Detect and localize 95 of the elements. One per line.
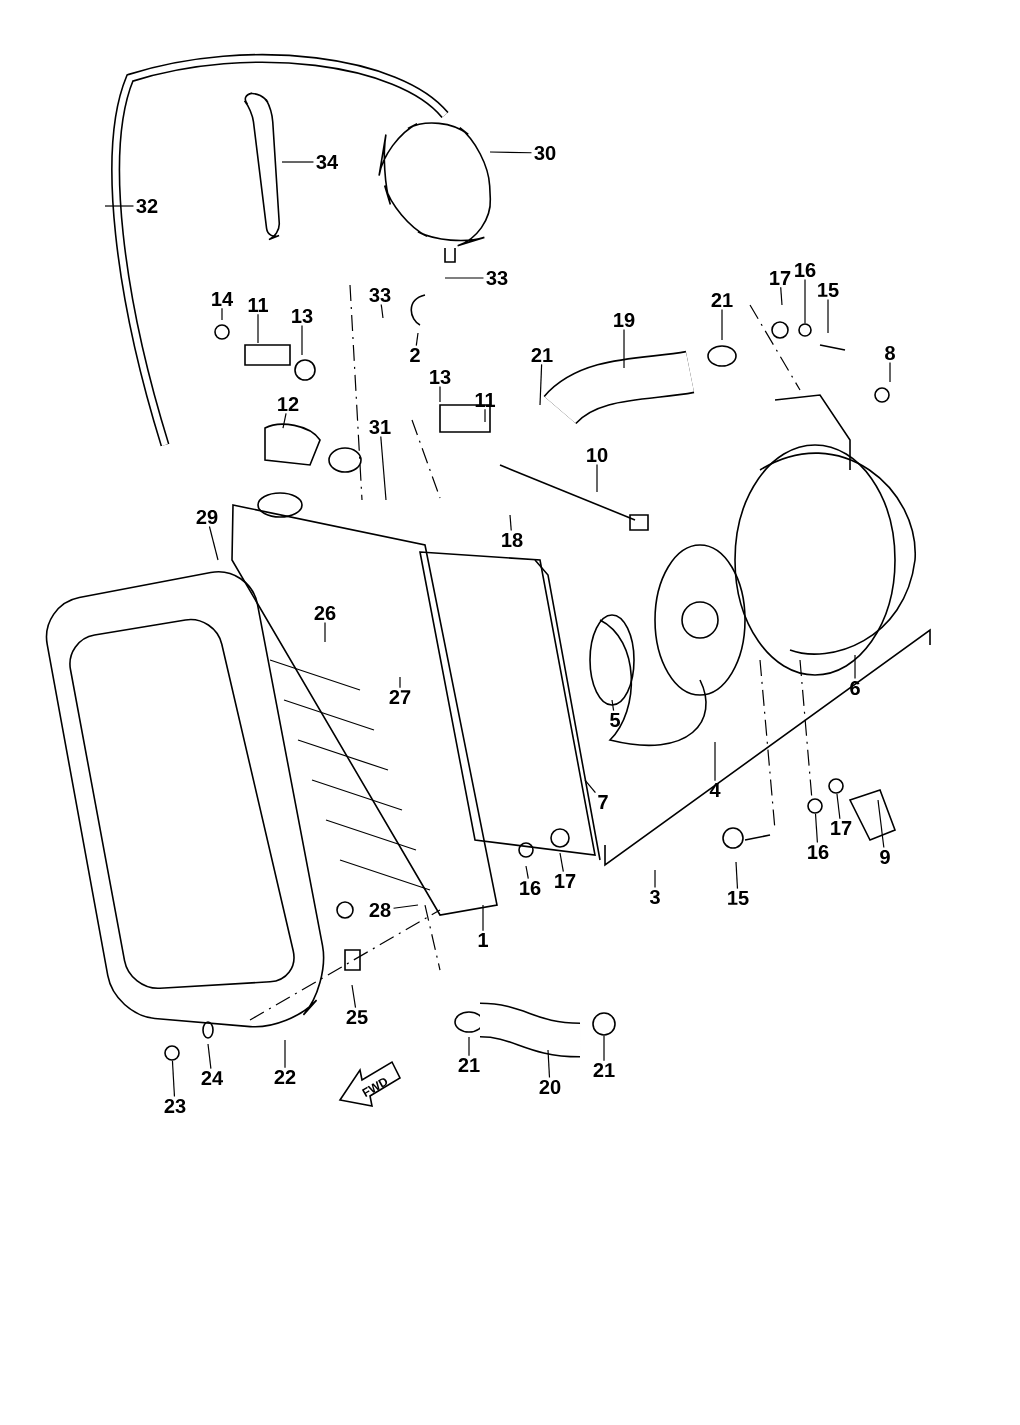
leader-line bbox=[468, 1036, 470, 1057]
leader-line bbox=[721, 308, 723, 341]
leader-line bbox=[584, 779, 596, 794]
callout-number: 31 bbox=[369, 419, 391, 435]
callout-number: 24 bbox=[201, 1071, 223, 1085]
callout-number: 17 bbox=[770, 271, 791, 285]
leader-line bbox=[804, 278, 806, 324]
washer-drawing bbox=[798, 323, 812, 337]
washer-drawing bbox=[828, 778, 844, 794]
leader-line bbox=[836, 793, 841, 820]
leader-line bbox=[525, 865, 529, 880]
callout-number: 6 bbox=[850, 680, 860, 696]
callout-number: 14 bbox=[212, 292, 233, 306]
callout-number: 10 bbox=[587, 447, 608, 463]
leader-line bbox=[380, 435, 387, 501]
callout-number: 32 bbox=[136, 198, 158, 214]
leader-line bbox=[282, 412, 287, 429]
callout-number: 33 bbox=[369, 287, 391, 303]
leader-line bbox=[714, 741, 716, 782]
leader-line bbox=[482, 904, 484, 932]
callout-number: 2 bbox=[410, 348, 420, 362]
callout-number: 34 bbox=[316, 154, 338, 170]
leader-line bbox=[281, 161, 315, 163]
leader-line bbox=[489, 151, 533, 154]
leader-line bbox=[814, 813, 818, 844]
leader-line bbox=[827, 298, 829, 334]
callout-number: 3 bbox=[649, 889, 660, 905]
callout-number: 11 bbox=[475, 393, 495, 407]
callout-number: 16 bbox=[520, 880, 541, 896]
callout-number: 33 bbox=[486, 270, 508, 286]
callout-number: 17 bbox=[831, 821, 852, 835]
leader-line bbox=[539, 363, 543, 406]
callout-number: 13 bbox=[292, 308, 313, 324]
leader-line bbox=[207, 1043, 212, 1070]
callout-number: 22 bbox=[274, 1070, 296, 1084]
leader-line bbox=[654, 869, 656, 889]
leader-line bbox=[380, 303, 384, 319]
callout-number: 18 bbox=[502, 532, 523, 548]
callout-number: 19 bbox=[614, 312, 635, 328]
leader-line bbox=[104, 205, 135, 207]
callout-number: 1 bbox=[478, 933, 488, 947]
leader-line bbox=[392, 904, 419, 909]
callout-number: 11 bbox=[248, 298, 268, 312]
leader-line bbox=[854, 654, 856, 680]
leader-line bbox=[603, 1035, 605, 1062]
leader-line bbox=[324, 621, 326, 643]
callout-number: 21 bbox=[593, 1063, 615, 1077]
leader-line bbox=[623, 328, 625, 369]
callout-number: 16 bbox=[795, 262, 816, 278]
leader-line bbox=[547, 1049, 551, 1079]
callout-number: 21 bbox=[458, 1058, 480, 1072]
callout-number: 21 bbox=[531, 348, 553, 362]
callout-number: 15 bbox=[818, 283, 839, 297]
washer-drawing bbox=[164, 1045, 180, 1061]
callout-number: 23 bbox=[164, 1098, 186, 1114]
leader-line bbox=[509, 514, 512, 532]
callout-number: 17 bbox=[555, 874, 576, 888]
leader-line bbox=[735, 861, 739, 890]
callout-number: 28 bbox=[369, 902, 391, 918]
leader-line bbox=[301, 324, 303, 356]
leader-line bbox=[399, 676, 401, 689]
callout-number: 25 bbox=[346, 1009, 368, 1025]
callout-number: 21 bbox=[711, 293, 733, 307]
leader-line bbox=[877, 799, 885, 849]
leader-line bbox=[444, 277, 485, 279]
callout-number: 30 bbox=[534, 145, 556, 161]
callout-number: 29 bbox=[196, 509, 218, 525]
leader-line bbox=[284, 1039, 286, 1069]
leader-line bbox=[596, 463, 598, 493]
leader-line bbox=[208, 525, 219, 561]
leader-line bbox=[559, 852, 564, 873]
callout-number: 4 bbox=[709, 783, 721, 797]
callout-number: 5 bbox=[610, 713, 620, 727]
leader-line bbox=[415, 332, 419, 347]
callout-number: 20 bbox=[539, 1079, 561, 1095]
leader-line bbox=[439, 385, 441, 403]
leader-line bbox=[889, 361, 891, 383]
leader-line bbox=[351, 984, 357, 1009]
callout-number: 27 bbox=[389, 690, 411, 704]
callout-number: 16 bbox=[808, 844, 829, 860]
leader-line bbox=[257, 313, 259, 344]
callout-number: 26 bbox=[314, 605, 336, 621]
callout-number: 7 bbox=[598, 795, 608, 809]
leader-line bbox=[171, 1060, 176, 1098]
callout-number: 9 bbox=[880, 849, 890, 865]
leader-line bbox=[780, 286, 783, 306]
washer-drawing bbox=[807, 798, 823, 814]
leader-line bbox=[221, 307, 223, 321]
callout-number: 13 bbox=[430, 369, 451, 385]
leader-line bbox=[484, 408, 486, 423]
callout-number: 8 bbox=[885, 345, 895, 361]
callout-number: 15 bbox=[728, 891, 749, 905]
callout-number: 12 bbox=[278, 397, 299, 411]
leader-line bbox=[611, 699, 615, 712]
washer-drawing bbox=[592, 1012, 616, 1036]
